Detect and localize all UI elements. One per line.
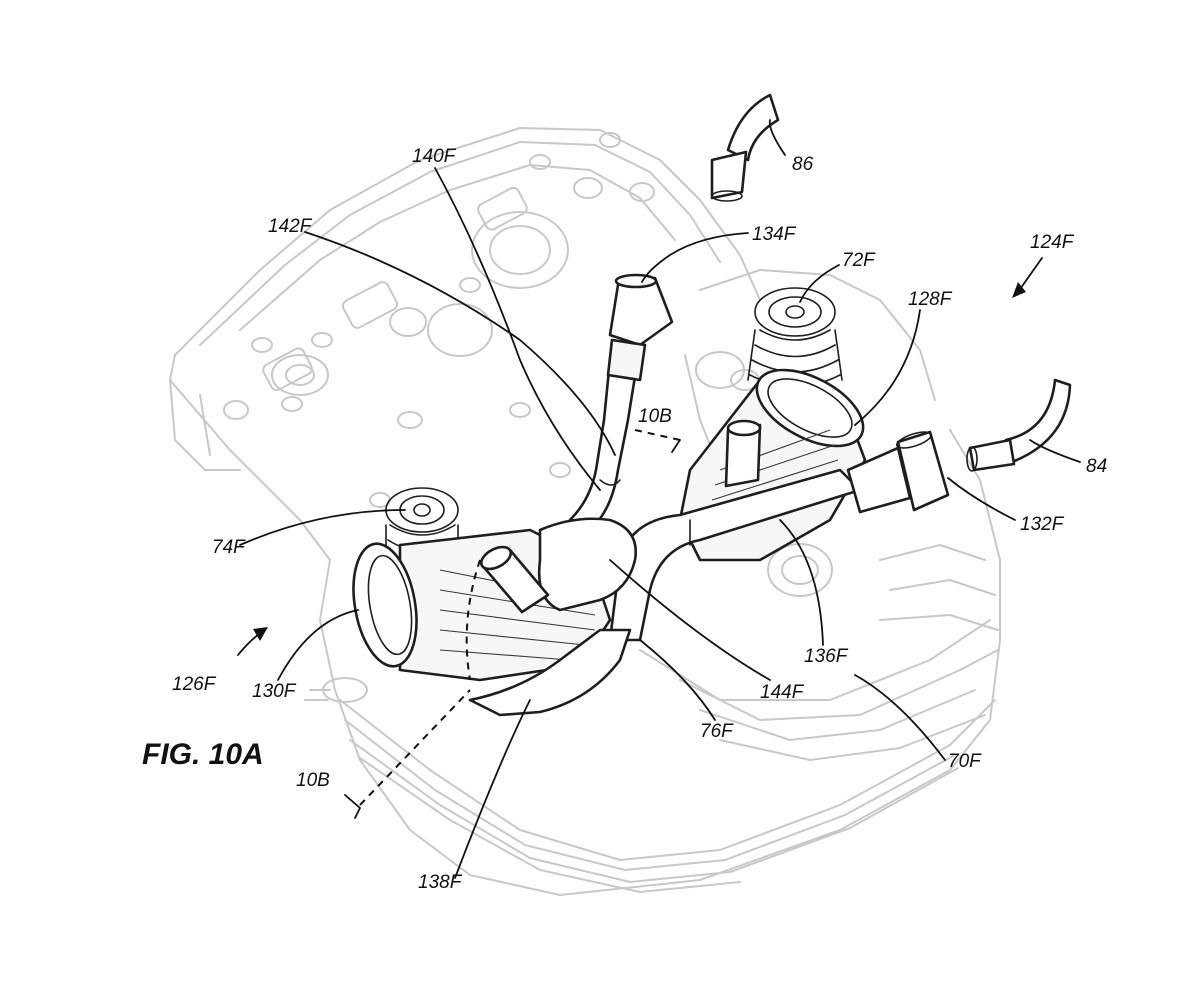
ref-126F: 126F xyxy=(172,674,217,695)
nipple-upper xyxy=(724,419,762,488)
ref-142F: 142F xyxy=(268,216,313,237)
ref-132F: 132F xyxy=(1020,514,1065,535)
ref-76F: 76F xyxy=(700,721,734,742)
ref-86: 86 xyxy=(792,154,814,175)
manifold-tube-136F xyxy=(608,468,862,642)
reference-labels: 140F 86 142F 134F 72F 124F 128F 10B 84 1… xyxy=(172,146,1107,893)
ref-144F: 144F xyxy=(760,682,805,703)
ref-84: 84 xyxy=(1086,456,1107,477)
hose-86 xyxy=(710,93,780,202)
ref-128F: 128F xyxy=(908,289,953,310)
cylinder-head-70F xyxy=(169,127,1001,896)
fitting-134F xyxy=(606,273,674,382)
ref-72F: 72F xyxy=(842,250,876,271)
ref-124F: 124F xyxy=(1030,232,1075,253)
ref-138F: 138F xyxy=(418,872,463,893)
fitting-132F xyxy=(846,430,950,514)
ref-70F: 70F xyxy=(948,751,982,772)
tee-junction-144F xyxy=(468,517,638,717)
nipple-lower xyxy=(479,545,550,614)
ref-130F: 130F xyxy=(252,681,297,702)
ref-10B-bottom: 10B xyxy=(296,770,330,791)
ref-136F: 136F xyxy=(804,646,849,667)
ref-140F: 140F xyxy=(412,146,457,167)
section-line-10B xyxy=(344,429,681,819)
ref-10B-top: 10B xyxy=(638,406,672,427)
valve-spring-72F xyxy=(747,287,843,388)
leader-lines xyxy=(237,119,1081,879)
hose-84 xyxy=(966,378,1072,472)
ref-74F: 74F xyxy=(212,537,246,558)
figure-label: FIG. 10A xyxy=(142,738,264,771)
ref-134F: 134F xyxy=(752,224,797,245)
